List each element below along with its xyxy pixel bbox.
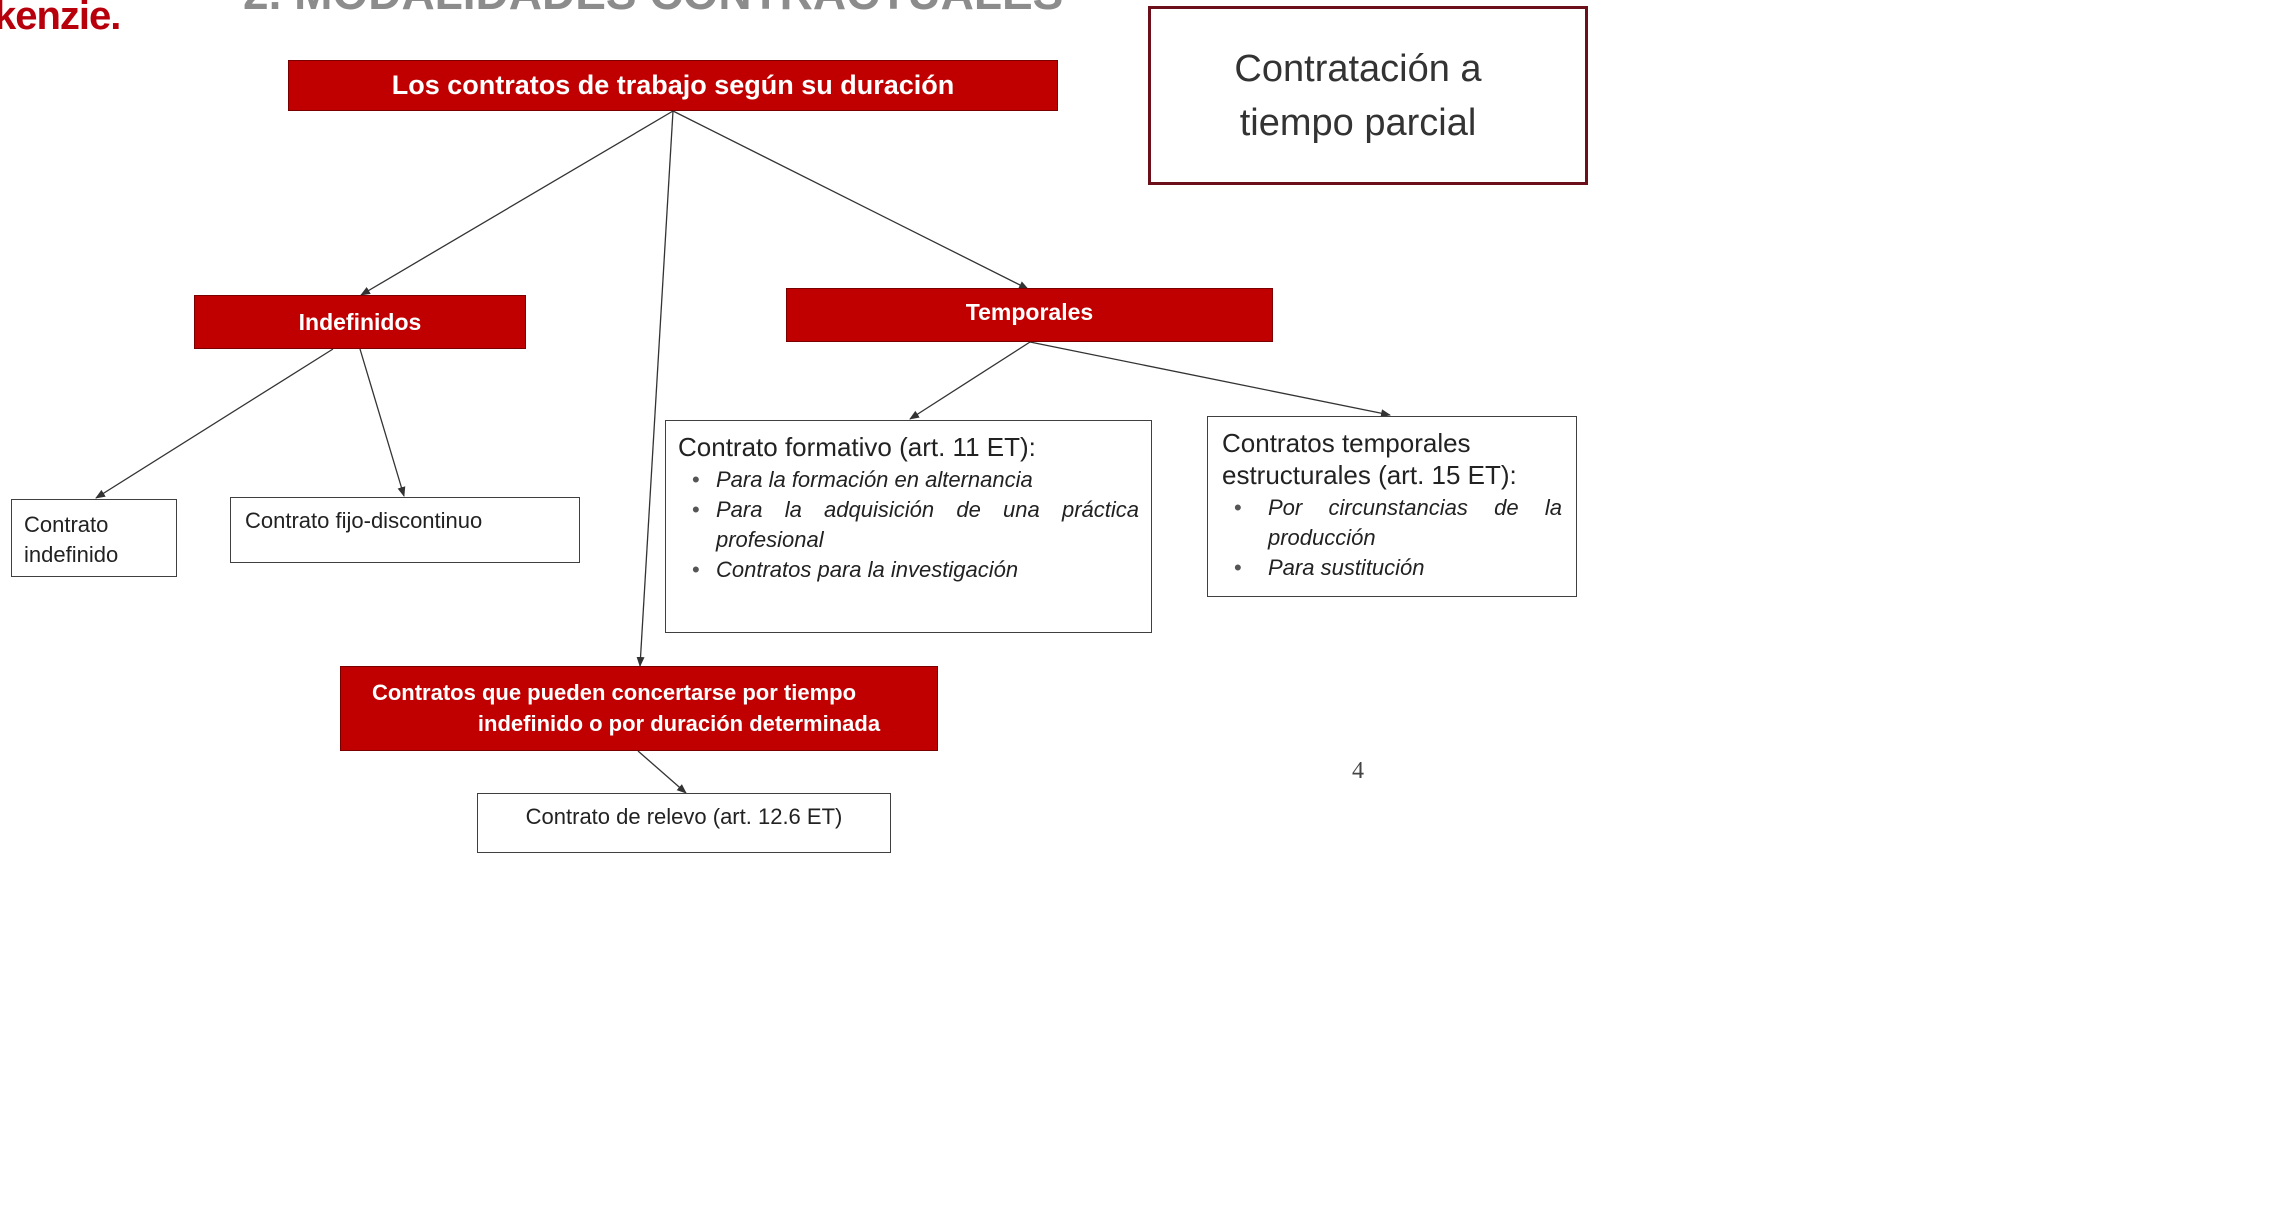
mixtos-title-line-2: indefinido o por duración determinada: [477, 711, 881, 736]
callout-line-2: tiempo parcial: [1239, 101, 1477, 144]
page-number: 4: [1352, 758, 1364, 784]
connector-temporales-formativo: [909, 341, 1031, 420]
connector-root-mixtos: [636, 110, 674, 667]
connector-indefinidos-fijo: [359, 348, 406, 497]
contrato-formativo-node: Contrato formativo (art. 11 ET): Para la…: [665, 420, 1152, 633]
connector-root-temporales: [672, 110, 1029, 290]
indefinidos-node: Indefinidos: [194, 295, 526, 349]
mixtos-node: Contratos que pueden concertarse por tie…: [340, 666, 938, 751]
connector-indefinidos-indefinido: [95, 348, 334, 499]
callout-line-1: Contratación a: [1234, 47, 1482, 90]
list-item: Para la adquisición de una práctica prof…: [678, 495, 1139, 555]
formativo-list: Para la formación en alternancia Para la…: [678, 465, 1139, 585]
connector-mixtos-relevo: [637, 750, 687, 794]
section-title: 2. MODALIDADES CONTRACTUALES: [243, 0, 1063, 16]
list-item: Por circunstancias de la producción: [1222, 493, 1562, 553]
list-item: Para la formación en alternancia: [678, 465, 1139, 495]
temporales-node: Temporales: [786, 288, 1273, 342]
list-item: Contratos para la investigación: [678, 555, 1139, 585]
contratos-estructurales-node: Contratos temporales estructurales (art.…: [1207, 416, 1577, 597]
estructurales-title: Contratos temporales estructurales (art.…: [1222, 428, 1517, 490]
connector-root-indefinidos: [360, 110, 674, 296]
contrato-indefinido-node: Contrato indefinido: [11, 499, 177, 577]
contrato-relevo-node: Contrato de relevo (art. 12.6 ET): [477, 793, 891, 853]
formativo-title: Contrato formativo (art. 11 ET):: [678, 432, 1036, 462]
connector-lines: [95, 110, 1391, 794]
root-node: Los contratos de trabajo según su duraci…: [288, 60, 1058, 111]
mixtos-title-line-1: Contratos que pueden concertarse por tie…: [371, 680, 857, 705]
contrato-fijo-discontinuo-node: Contrato fijo-discontinuo: [230, 497, 580, 563]
estructurales-list: Por circunstancias de la producción Para…: [1222, 493, 1562, 583]
list-item: Para sustitución: [1222, 553, 1562, 583]
connector-temporales-estructurales: [1029, 341, 1391, 418]
callout-box: Contratación a tiempo parcial: [1148, 6, 1588, 185]
brand-logo: kenzie.: [0, 0, 121, 38]
